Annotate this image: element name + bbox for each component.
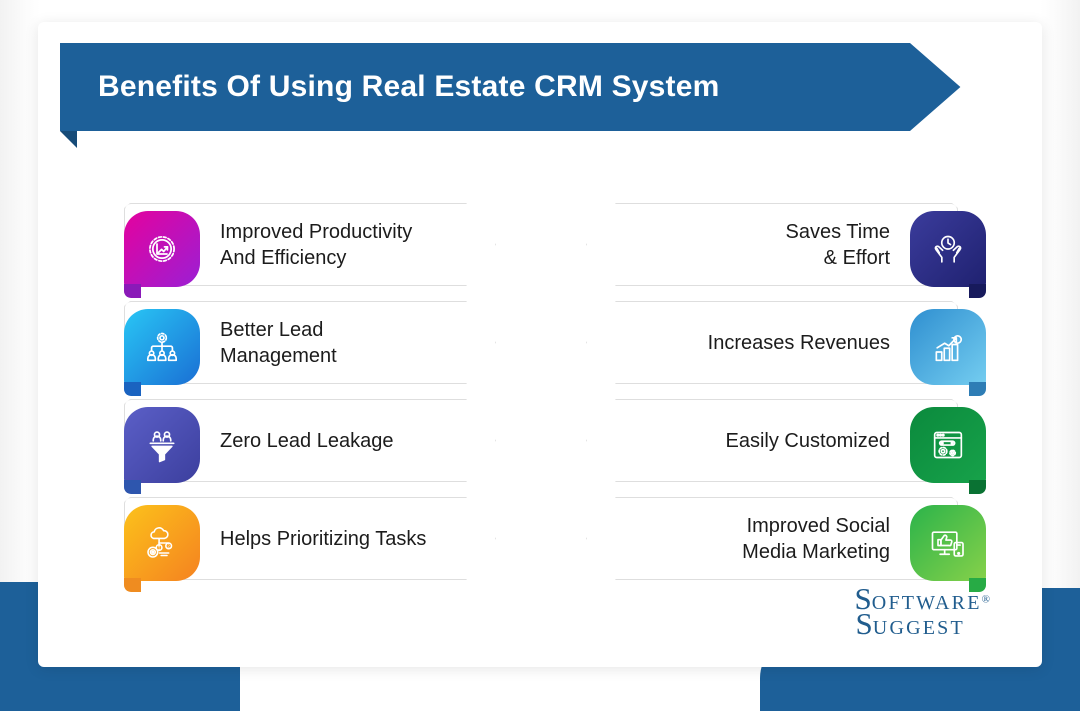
browser-settings-icon (933, 431, 963, 459)
logo-line-2: Suggest (856, 608, 990, 639)
benefit-item[interactable]: Improved Productivity And Efficiency (124, 197, 524, 298)
badge-fold-tab (969, 382, 986, 396)
benefit-label: Increases Revenues (707, 331, 890, 354)
page-title: Benefits Of Using Real Estate CRM System (98, 70, 720, 103)
logo-line1-rest: oftware (871, 592, 982, 614)
revenue-bar-chart-icon (935, 335, 963, 362)
benefit-label: Zero Lead Leakage (220, 429, 394, 452)
benefit-icon-badge: 1 2 (124, 505, 200, 592)
benefit-label: Better Lead Management (220, 318, 337, 367)
lead-funnel-icon (149, 431, 175, 463)
benefits-right-column: Saves Time & Effort (586, 197, 986, 592)
logo-line1-cap: S (854, 581, 872, 616)
badge-fold-tab (969, 284, 986, 298)
benefit-plate (586, 203, 958, 286)
benefit-icon-badge (910, 505, 986, 592)
svg-text:1: 1 (158, 545, 161, 550)
svg-text:2: 2 (168, 544, 171, 549)
benefit-label: Helps Prioritizing Tasks (220, 527, 427, 550)
ribbon-banner (60, 43, 1015, 131)
benefit-item[interactable]: Zero Lead Leakage (124, 393, 524, 494)
softwaresuggest-logo: Software® Suggest (855, 583, 990, 639)
benefit-item[interactable]: 1 2 Helps Prioritizing Tasks (124, 491, 524, 592)
badge-fold-tab (969, 480, 986, 494)
logo-line-1: Software® (855, 583, 990, 614)
social-media-device-icon (931, 531, 964, 557)
benefit-icon-badge (910, 211, 986, 298)
benefit-item[interactable]: Better Lead Management (124, 295, 524, 396)
ribbon-fold-tab (60, 131, 77, 148)
badge-background (910, 309, 986, 385)
benefit-label: Improved Productivity And Efficiency (220, 220, 413, 269)
benefit-item[interactable]: Saves Time & Effort (586, 197, 986, 298)
benefit-label: Improved Social Media Marketing (742, 514, 890, 563)
gear-team-network-icon (147, 332, 178, 362)
badge-fold-tab (124, 284, 141, 298)
badge-fold-tab (124, 382, 141, 396)
header-ribbon: Benefits Of Using Real Estate CRM System (60, 43, 1015, 148)
badge-background (910, 505, 986, 581)
badge-fold-tab (124, 480, 141, 494)
benefit-icon-badge (910, 309, 986, 396)
benefit-plate (586, 497, 958, 580)
hands-clock-icon (934, 235, 962, 263)
benefit-item[interactable]: Easily Customized (586, 393, 986, 494)
benefit-plate (586, 399, 958, 482)
logo-line2-cap: S (855, 606, 873, 641)
benefit-label: Saves Time & Effort (785, 220, 890, 269)
logo-line2-rest: uggest (872, 617, 965, 639)
benefit-item[interactable]: Increases Revenues (586, 295, 986, 396)
benefit-icon-badge (124, 211, 200, 298)
badge-fold-tab (124, 578, 141, 592)
benefits-left-column: Improved Productivity And Efficiency (124, 197, 524, 592)
badge-fold-tab (969, 578, 986, 592)
benefit-item[interactable]: Improved Social Media Marketing (586, 491, 986, 592)
benefit-icon-badge (124, 407, 200, 494)
benefit-icon-badge (124, 309, 200, 396)
badge-background (124, 407, 200, 483)
gear-growth-icon (149, 236, 175, 262)
benefit-icon-badge (910, 407, 986, 494)
benefit-label: Easily Customized (725, 429, 890, 452)
registered-mark-icon: ® (981, 593, 990, 606)
cloud-task-priority-icon: 1 2 (147, 527, 173, 558)
content-card: Benefits Of Using Real Estate CRM System (38, 22, 1042, 667)
benefit-plate (586, 301, 958, 384)
